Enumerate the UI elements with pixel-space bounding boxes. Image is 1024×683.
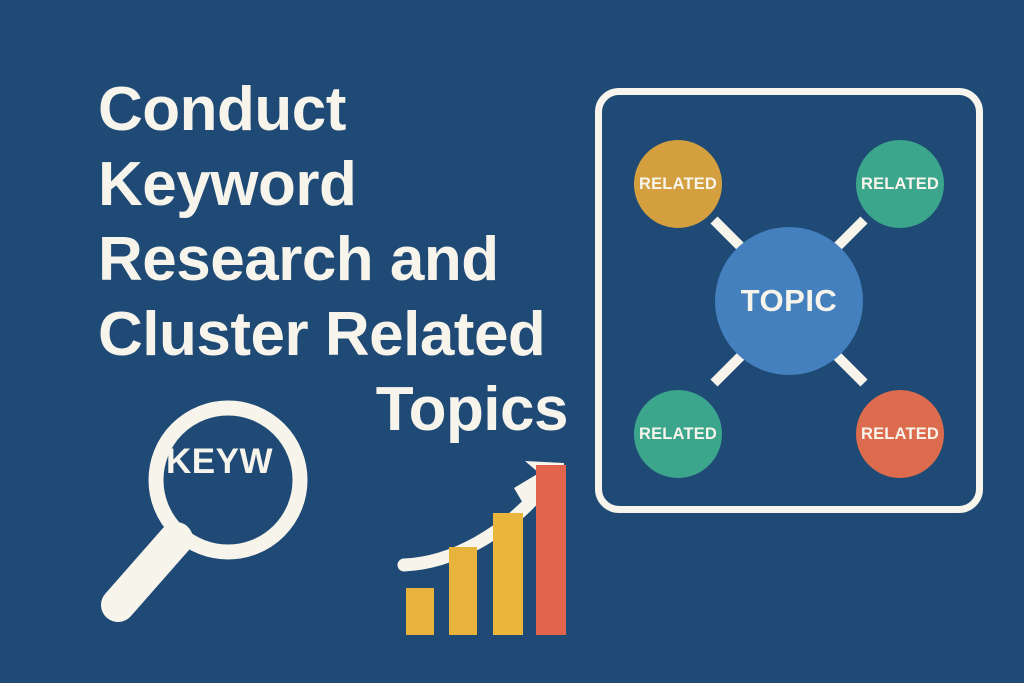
headline-line-2: Keyword xyxy=(98,150,357,219)
chart-bar-2 xyxy=(449,547,477,635)
cluster-diagram: RELATED RELATED TOPIC RELATED RELATED xyxy=(602,95,976,506)
chart-bar-3 xyxy=(493,513,523,635)
magnifier-handle xyxy=(101,522,193,622)
magnifying-glass-shape xyxy=(101,400,308,622)
cluster-node-bottom-right[interactable]: RELATED xyxy=(856,390,944,478)
cluster-node-center[interactable]: TOPIC xyxy=(715,227,863,375)
cluster-node-label: RELATED xyxy=(638,424,718,443)
magnifying-glass-icon: KEYW xyxy=(88,392,318,622)
headline-line-5: Topics xyxy=(375,375,569,444)
magnifier-lens-text: KEYW xyxy=(166,442,273,481)
magnifier-lens-ring xyxy=(148,400,308,560)
cluster-node-bottom-left[interactable]: RELATED xyxy=(634,390,722,478)
chart-bar-4 xyxy=(536,465,566,635)
page-title: Conduct Keyword Research and Cluster Rel… xyxy=(98,72,569,447)
cluster-center-label: TOPIC xyxy=(740,283,838,318)
headline-line-1: Conduct xyxy=(98,75,346,144)
headline-line-4: Cluster Related xyxy=(98,300,546,369)
topic-cluster-panel: RELATED RELATED TOPIC RELATED RELATED xyxy=(595,88,983,513)
cluster-node-top-left[interactable]: RELATED xyxy=(634,140,722,228)
growth-chart xyxy=(396,455,586,635)
cluster-node-label: RELATED xyxy=(860,424,940,443)
cluster-node-label: RELATED xyxy=(860,174,940,193)
cluster-node-top-right[interactable]: RELATED xyxy=(856,140,944,228)
growth-arrow-curve xyxy=(397,475,555,572)
cluster-node-label: RELATED xyxy=(638,174,718,193)
headline-line-3: Research and xyxy=(98,225,499,294)
chart-bar-1 xyxy=(406,588,434,635)
